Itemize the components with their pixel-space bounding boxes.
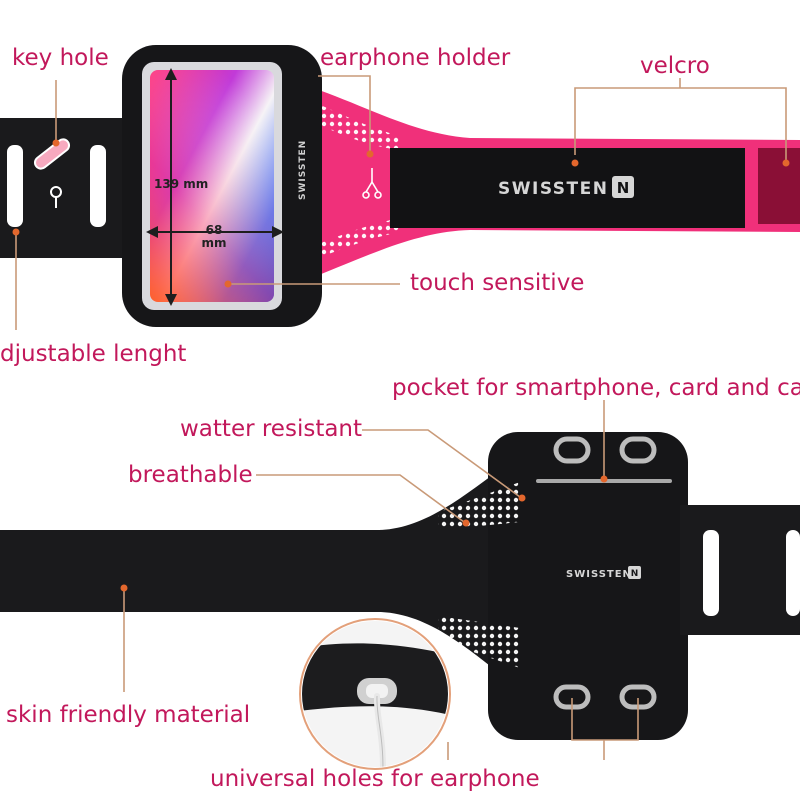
label-touch-sensitive: touch sensitive (410, 270, 585, 296)
leader-dots (12, 139, 790, 592)
label-earphone-holder: earphone holder (320, 45, 511, 71)
earphone-holder-icon (362, 168, 382, 199)
label-key-hole: key hole (12, 45, 109, 71)
label-breathable: breathable (128, 462, 253, 488)
dimension-arrows (146, 68, 284, 306)
right-slot-1 (703, 530, 719, 616)
leader-lines (15, 75, 787, 760)
velcro-brand-logo (612, 176, 634, 198)
velcro-dark-pink (758, 148, 800, 224)
back-brand-logo-letter: N (631, 569, 639, 579)
label-velcro: velcro (640, 53, 710, 79)
key-hole-icon (33, 138, 71, 208)
left-strap (0, 118, 140, 258)
label-water-resistant: watter resistant (180, 416, 363, 442)
vertical-brand-text: SWISSTEN (298, 140, 308, 200)
velcro-brand-logo-letter: N (617, 179, 630, 197)
pouch-back (488, 432, 688, 740)
height-dimension: 139 mm (154, 177, 209, 191)
label-pocket: pocket for smartphone, card and ca (392, 375, 800, 401)
velcro-brand-text: SWISSTEN (498, 179, 608, 199)
earphone-hole-top-1 (553, 436, 591, 464)
right-slot-2 (786, 530, 800, 616)
velcro-black (390, 148, 745, 228)
back-brand-logo (628, 566, 641, 579)
earphone-closeup (299, 618, 451, 770)
label-adjustable-length: djustable lenght (0, 341, 187, 367)
width-dimension-value: 68 (205, 223, 223, 237)
strap-slot-right (90, 145, 106, 227)
vertical-brand: SWISSTEN (298, 140, 308, 200)
label-universal-holes: universal holes for earphone (210, 766, 540, 792)
strap-slot-left (7, 145, 23, 227)
width-dimension-unit: mm (201, 235, 227, 250)
top-armband: SWISSTEN SWISSTEN N (0, 45, 800, 327)
bottom-armband: SWISSTEN N (0, 432, 800, 740)
label-skin-friendly: skin friendly material (6, 702, 251, 728)
back-brand-text: SWISSTEN (566, 569, 632, 580)
long-strap (0, 455, 520, 690)
width-dimension: 68 mm (194, 224, 234, 249)
earphone-hole-top-2 (619, 436, 657, 464)
right-strap (680, 505, 800, 635)
